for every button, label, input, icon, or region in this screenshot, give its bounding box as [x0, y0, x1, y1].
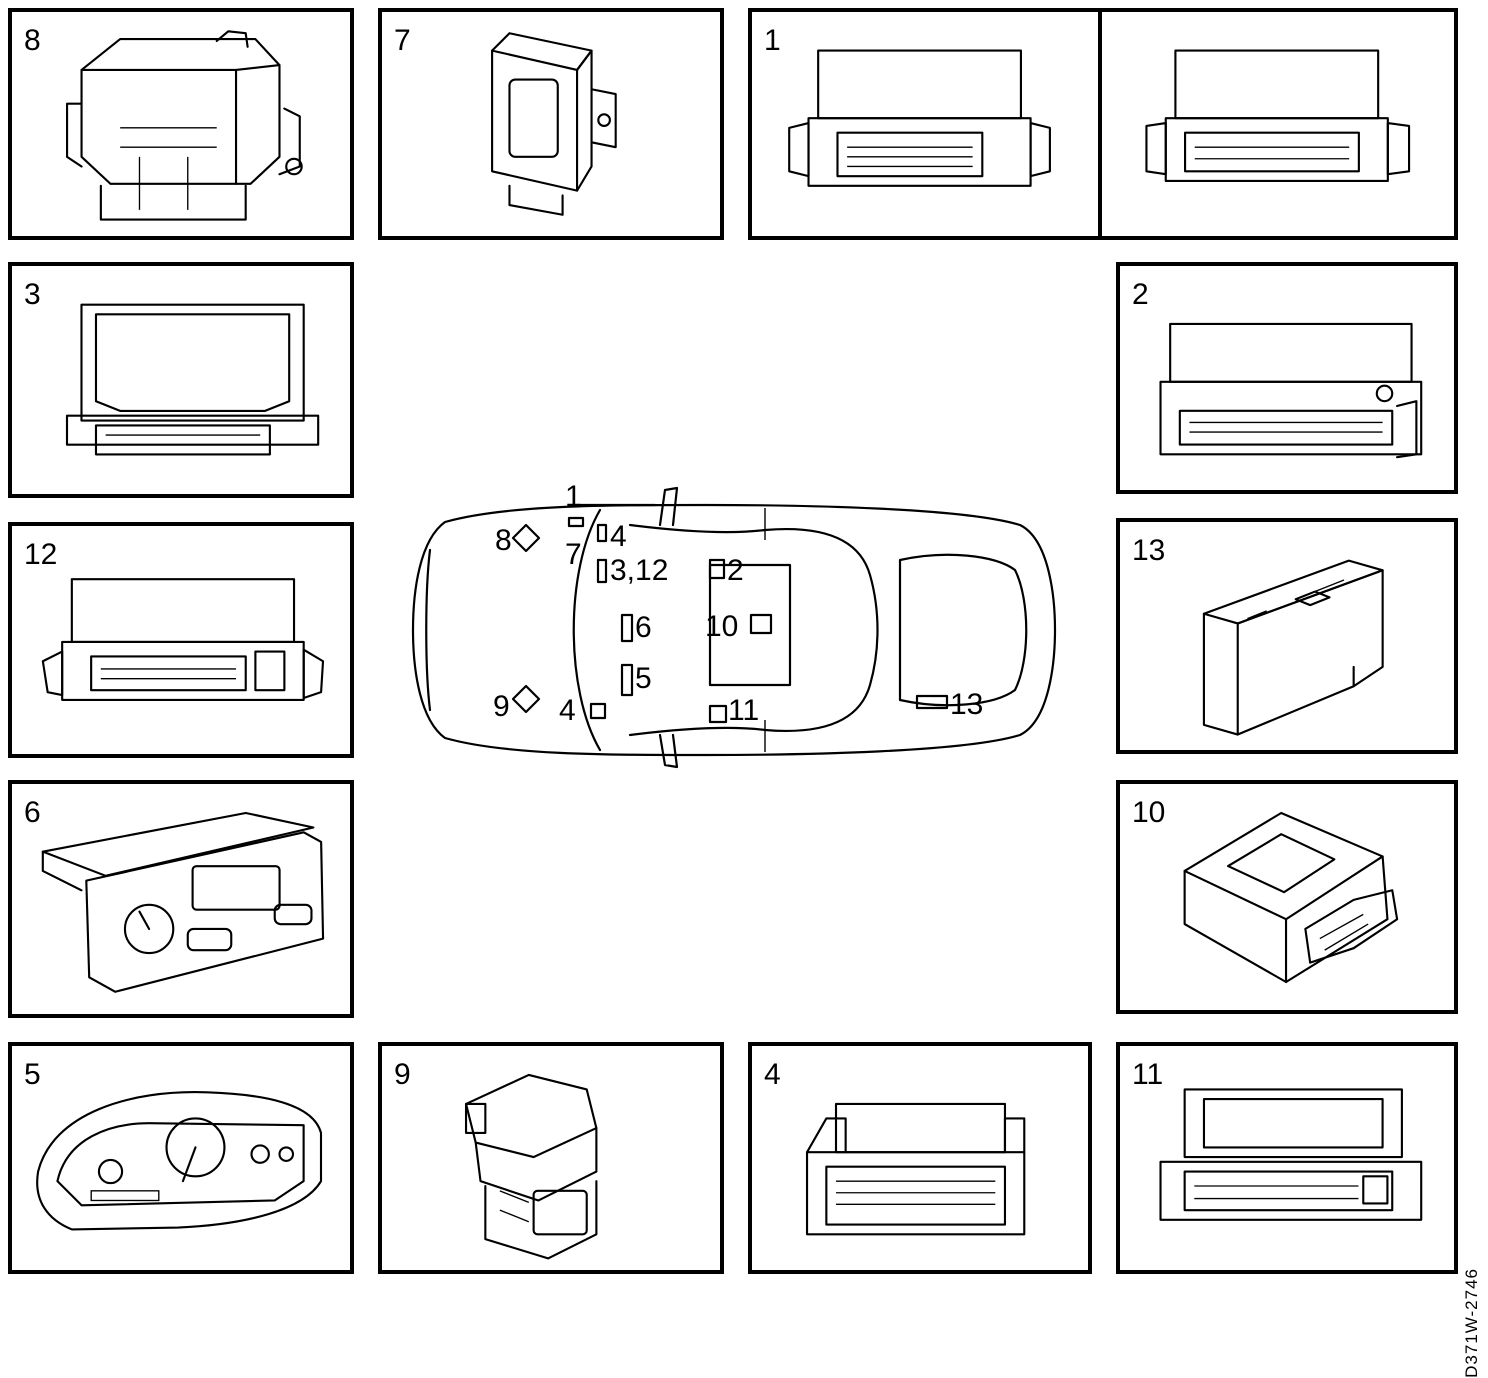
control-unit-icon — [41, 578, 325, 701]
panel-number: 11 — [1132, 1058, 1164, 1091]
panel-number: 6 — [24, 796, 41, 829]
callout-4-front: 4 — [610, 520, 627, 553]
panel-number: 3 — [24, 278, 41, 311]
callout-13: 13 — [950, 688, 984, 721]
control-unit-icon — [805, 1102, 1026, 1236]
panel-2: 2 — [1116, 262, 1458, 494]
control-unit-icon — [65, 303, 320, 456]
callout-8: 8 — [495, 524, 512, 557]
panel-number: 5 — [24, 1058, 41, 1091]
control-unit-icon — [1159, 322, 1423, 459]
callout-11: 11 — [728, 694, 760, 727]
junction-box-icon — [66, 30, 303, 221]
callout-7: 7 — [565, 538, 582, 571]
panel-1: 1 — [748, 8, 1458, 240]
panel-number: 12 — [24, 538, 58, 571]
panel-number: 8 — [24, 24, 41, 57]
control-unit-icon — [788, 49, 1411, 187]
car-diagram: 1 8 7 4 3,12 2 6 10 5 9 4 11 13 — [405, 480, 1065, 780]
panel-number: 9 — [394, 1058, 411, 1091]
panel-10: 10 — [1116, 780, 1458, 1014]
panel-number: 2 — [1132, 278, 1149, 311]
climate-panel-icon — [41, 811, 325, 993]
callout-3-12: 3,12 — [610, 554, 669, 587]
panel-3: 3 — [8, 262, 354, 498]
panel-number: 1 — [764, 24, 781, 57]
panel-4: 4 — [748, 1042, 1092, 1274]
callout-6: 6 — [635, 611, 652, 644]
box-module-icon — [1183, 811, 1399, 984]
instrument-cluster-icon — [36, 1091, 323, 1231]
panel-9: 9 — [378, 1042, 724, 1274]
panel-8: 8 — [8, 8, 354, 240]
callout-1: 1 — [565, 480, 582, 513]
callout-4-rear: 4 — [559, 694, 576, 727]
panel-7: 7 — [378, 8, 724, 240]
callout-5: 5 — [635, 662, 652, 695]
drawing-code: D371W-2746 — [1462, 1268, 1481, 1378]
panel-number: 13 — [1132, 534, 1166, 567]
callout-10: 10 — [705, 610, 739, 643]
panel-divider — [1098, 8, 1102, 238]
callout-9: 9 — [493, 690, 510, 723]
panel-number: 7 — [394, 24, 411, 57]
panel-5: 5 — [8, 1042, 354, 1274]
relay-module-icon — [491, 32, 617, 216]
panel-number: 10 — [1132, 796, 1166, 829]
panel-6: 6 — [8, 780, 354, 1018]
callout-2: 2 — [727, 554, 744, 587]
control-unit-icon — [1159, 1088, 1423, 1221]
abs-unit-icon — [464, 1073, 598, 1260]
car-top-view-icon — [411, 486, 1057, 769]
slim-module-icon — [1202, 559, 1384, 736]
panel-12: 12 — [8, 522, 354, 758]
panel-number: 4 — [764, 1058, 781, 1091]
panel-13: 13 — [1116, 518, 1458, 754]
panel-11: 11 — [1116, 1042, 1458, 1274]
